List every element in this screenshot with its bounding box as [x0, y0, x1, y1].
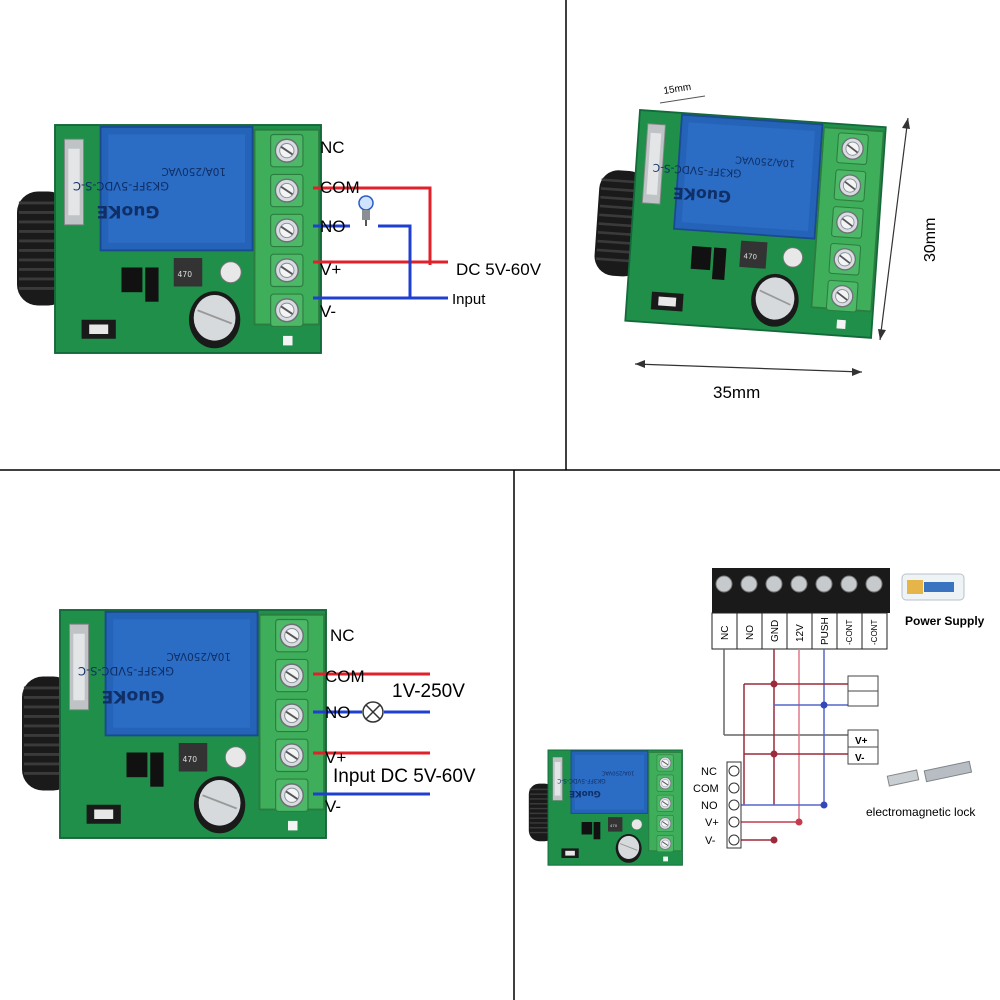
supply-label: Input DC 5V-60V [333, 766, 476, 787]
wiring [313, 672, 430, 796]
terminal-label-no: NO [320, 217, 346, 236]
wiring [313, 186, 448, 300]
board-terminal-com: COM [693, 783, 719, 795]
wire-lamp-blue [378, 224, 412, 298]
lamp-icon [362, 701, 384, 723]
board-terminal-vplus: V+ [705, 817, 719, 829]
supply-terminal-box [847, 729, 879, 765]
lock-terminal-push: PUSH [820, 617, 831, 645]
lock-terminal-gnd: GND [770, 620, 781, 642]
input-label: Input [452, 291, 486, 308]
board-terminal-no: NO [701, 800, 718, 812]
terminal-label-no: NO [325, 703, 351, 722]
relay-module-small [529, 750, 683, 865]
vminus-box-label: V- [855, 753, 864, 764]
relay-module-photo [590, 108, 886, 338]
lock-terminal-12v: 12V [795, 624, 806, 642]
lock-terminal-cont-1: -CONT [845, 620, 854, 645]
dim-label-height: 30mm [922, 218, 939, 262]
relay-module-image [17, 125, 321, 353]
terminal-label-com: COM [320, 178, 360, 197]
terminal-label-vminus: V- [320, 302, 336, 321]
relay-module-image [22, 610, 326, 838]
load-voltage-label: 1V-250V [392, 681, 465, 702]
board-terminal-vminus: V- [705, 835, 716, 847]
dim-label-small: 15mm [663, 82, 692, 97]
button-terminal-box [847, 675, 879, 707]
terminal-label-vplus: V+ [325, 748, 346, 767]
terminal-label-nc: NC [330, 626, 355, 645]
dim-label-width: 35mm [713, 383, 760, 402]
dim-arrow-height [878, 117, 910, 341]
power-supply-image [901, 573, 965, 601]
power-supply-label: Power Supply [905, 614, 985, 628]
electromagnetic-lock-image [886, 760, 973, 787]
lock-wiring [723, 649, 848, 844]
wire-com-red [313, 186, 432, 265]
vplus-box-label: V+ [855, 736, 868, 747]
terminal-label-nc: NC [320, 138, 345, 157]
terminal-label-vplus: V+ [320, 260, 341, 279]
supply-label: DC 5V-60V [456, 260, 542, 279]
lock-terminal-no: NO [745, 625, 756, 640]
terminal-label-vminus: V- [325, 797, 341, 816]
board-terminal-nc: NC [701, 766, 717, 778]
board-terminal-strip [726, 761, 742, 849]
dim-line-small [659, 95, 706, 104]
panel-lock-wiring: NC NO GND 12V PUSH -CONT -CONT Power Sup… [529, 568, 985, 865]
panel-dimensions: 15mm 30mm 35mm [590, 82, 939, 402]
panel-wiring-dc-load: NC COM NO V+ V- DC 5V-60V Input [17, 125, 542, 353]
lock-terminal-nc: NC [720, 626, 731, 640]
controller-terminal-strip [711, 568, 890, 650]
light-bulb-icon [358, 195, 374, 226]
lock-terminal-cont-2: -CONT [870, 620, 879, 645]
dim-arrow-width [634, 360, 863, 376]
lock-label: electromagnetic lock [866, 805, 976, 819]
terminal-label-com: COM [325, 667, 365, 686]
panel-wiring-ac-load: NC COM NO V+ V- 1V-250V Input DC 5V-60V [22, 610, 476, 838]
